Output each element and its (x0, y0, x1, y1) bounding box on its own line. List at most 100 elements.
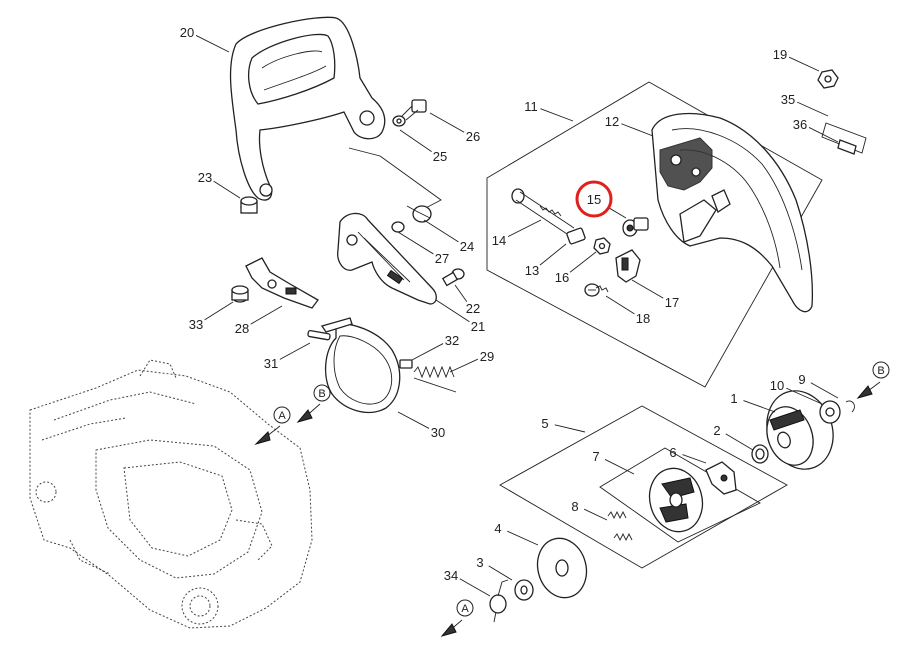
block-part-32 (399, 359, 413, 369)
callout-label-33: 33 (189, 317, 203, 332)
side-cover-part-12 (651, 112, 813, 313)
handle-mount-part-24 (412, 205, 432, 223)
callout-label-31: 31 (264, 356, 278, 371)
brake-bracket-part-21 (337, 212, 437, 305)
leader-line-10 (786, 387, 823, 405)
callout-label-10: 10 (770, 378, 784, 393)
ref-arrow-b-crankcase (296, 403, 321, 423)
ring-part-27 (391, 221, 405, 233)
leader-line-27 (397, 231, 434, 255)
sticker-part-36 (837, 139, 857, 155)
leader-line-28 (250, 305, 283, 325)
callout-label-12: 12 (605, 114, 619, 129)
clip-part-9 (845, 400, 855, 413)
callout-label-21: 21 (471, 319, 485, 334)
callout-label-30: 30 (431, 425, 445, 440)
washer-part-10 (819, 400, 841, 424)
leader-line-34 (459, 578, 491, 597)
handle-group-box (348, 147, 442, 213)
callout-label-13: 13 (525, 263, 539, 278)
lever-part-28 (245, 257, 319, 309)
screw-part-18 (584, 283, 609, 297)
disc-part-4 (536, 537, 588, 599)
callout-label-27: 27 (435, 251, 449, 266)
leader-line-15 (609, 207, 627, 219)
ref-a-crankcase-letter: A (278, 410, 286, 422)
leader-line-13 (539, 243, 567, 266)
leader-line-22 (454, 284, 468, 302)
reference-markers: A B B A (273, 361, 890, 617)
ref-b-clutch-letter: B (877, 365, 884, 377)
ref-a-bottom-letter: A (461, 603, 469, 615)
leader-line-20 (195, 35, 230, 53)
bushing-part-33 (231, 285, 249, 303)
leader-line-2 (725, 433, 754, 451)
callout-label-24: 24 (460, 239, 474, 254)
callout-label-5: 5 (541, 416, 548, 431)
callout-label-20: 20 (180, 25, 194, 40)
leader-line-32 (411, 343, 444, 361)
clutch-subgroup-box (599, 447, 761, 543)
leader-line-17 (631, 279, 664, 299)
leader-line-7 (604, 459, 635, 475)
callout-label-26: 26 (466, 129, 480, 144)
pin-part-31 (307, 329, 331, 341)
callout-label-25: 25 (433, 149, 447, 164)
callout-label-7: 7 (592, 449, 599, 464)
leader-line-4 (507, 530, 539, 546)
callout-label-35: 35 (781, 92, 795, 107)
bolt-part-14 (511, 188, 575, 237)
callout-label-3: 3 (476, 555, 483, 570)
leader-line-8 (583, 508, 608, 521)
ref-arrow-a-crankcase (254, 425, 281, 446)
screw-part-22 (441, 268, 465, 287)
callout-label-18: 18 (636, 311, 650, 326)
clutch-part-7 (648, 467, 704, 533)
clutch-drum-part-1 (766, 390, 834, 470)
callout-label-28: 28 (235, 321, 249, 336)
leader-line-18 (605, 295, 635, 315)
callout-label-15: 15 (587, 192, 601, 207)
sticker-box (821, 122, 867, 154)
leader-line-35 (797, 101, 829, 117)
callout-label-36: 36 (793, 117, 807, 132)
ref-b-crankcase-letter: B (318, 388, 325, 400)
callout-label-2: 2 (713, 423, 720, 438)
nut-part-16 (593, 237, 611, 255)
leader-line-16 (569, 251, 597, 273)
ref-b-crankcase-circle (313, 384, 331, 402)
leader-line-21 (435, 299, 470, 323)
leader-line-31 (279, 342, 311, 360)
washer-part-3 (514, 579, 534, 601)
bushing-part-23 (240, 196, 258, 214)
callout-label-6: 6 (669, 445, 676, 460)
spring-part-29 (413, 365, 457, 393)
ref-arrow-b-clutch (856, 381, 881, 399)
leader-line-29 (449, 358, 479, 373)
spring-part-8 (607, 510, 633, 542)
leader-line-6 (682, 454, 707, 464)
leader-line-26 (429, 112, 465, 133)
nut-part-19 (817, 69, 839, 89)
highlight-circle (575, 180, 613, 218)
leader-line-19 (788, 56, 820, 72)
hand-guard-part-20 (229, 16, 386, 201)
cover-group-box (486, 81, 823, 388)
clutch-group-box (499, 405, 788, 569)
leader-line-9 (810, 382, 839, 399)
leader-line-24 (423, 219, 459, 243)
guide-part-34 (489, 579, 509, 623)
ref-a-bottom-circle (456, 599, 474, 617)
leader-line-23 (213, 180, 241, 199)
nut-part-13 (566, 227, 586, 245)
callout-label-8: 8 (571, 499, 578, 514)
ref-b-clutch-circle (872, 361, 890, 379)
leader-line-5 (554, 424, 586, 433)
leader-line-14 (507, 219, 542, 237)
leader-line-12 (621, 123, 654, 137)
crankcase (29, 359, 313, 629)
leader-line-1 (743, 400, 776, 413)
callout-label-32: 32 (445, 333, 459, 348)
leader-line-33 (204, 301, 234, 321)
